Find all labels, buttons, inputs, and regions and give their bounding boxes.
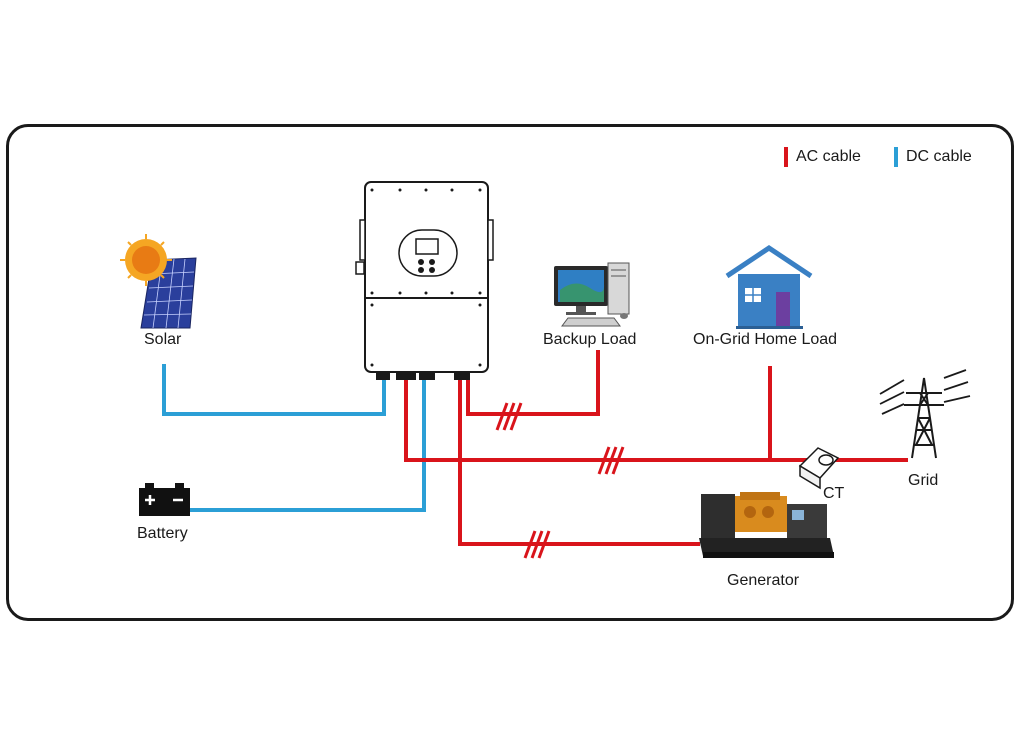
battery-dc-cable bbox=[190, 378, 426, 512]
grid-hash bbox=[597, 446, 625, 475]
battery-label: Battery bbox=[137, 525, 188, 542]
battery-icon bbox=[139, 483, 190, 516]
sun-icon bbox=[120, 234, 172, 286]
legend-dc-label: DC cable bbox=[906, 148, 972, 165]
dc-cables bbox=[162, 364, 426, 512]
ct-clamp-icon bbox=[798, 447, 840, 490]
ac-cable-swatch bbox=[784, 147, 788, 167]
grid-label: Grid bbox=[908, 472, 939, 489]
house-icon bbox=[725, 244, 813, 329]
grid-ac-cable bbox=[404, 378, 908, 462]
generator-label: Generator bbox=[727, 572, 800, 589]
legend-dc: DC cable bbox=[894, 146, 972, 168]
ac-cables bbox=[404, 350, 908, 546]
on-grid-home-load-label: On-Grid Home Load bbox=[693, 331, 838, 348]
dc-cable-swatch bbox=[894, 147, 898, 167]
backup-load-ac-cable bbox=[466, 350, 600, 416]
computer-icon bbox=[554, 262, 630, 327]
backup-load-label: Backup Load bbox=[543, 331, 637, 348]
backup-hash bbox=[495, 402, 523, 431]
legend-ac: AC cable bbox=[784, 146, 861, 168]
transmission-tower-icon bbox=[879, 369, 971, 459]
legend-ac-label: AC cable bbox=[796, 148, 861, 165]
diagram-frame bbox=[6, 124, 1014, 621]
generator-hash bbox=[523, 530, 551, 559]
generator-ac-cable bbox=[458, 378, 700, 546]
cable-hash-marks bbox=[495, 402, 625, 559]
solar-label: Solar bbox=[144, 331, 182, 348]
generator-icon bbox=[699, 492, 834, 558]
inverter-icon bbox=[355, 181, 494, 380]
ct-label: CT bbox=[823, 485, 845, 502]
solar-dc-cable bbox=[162, 364, 386, 416]
